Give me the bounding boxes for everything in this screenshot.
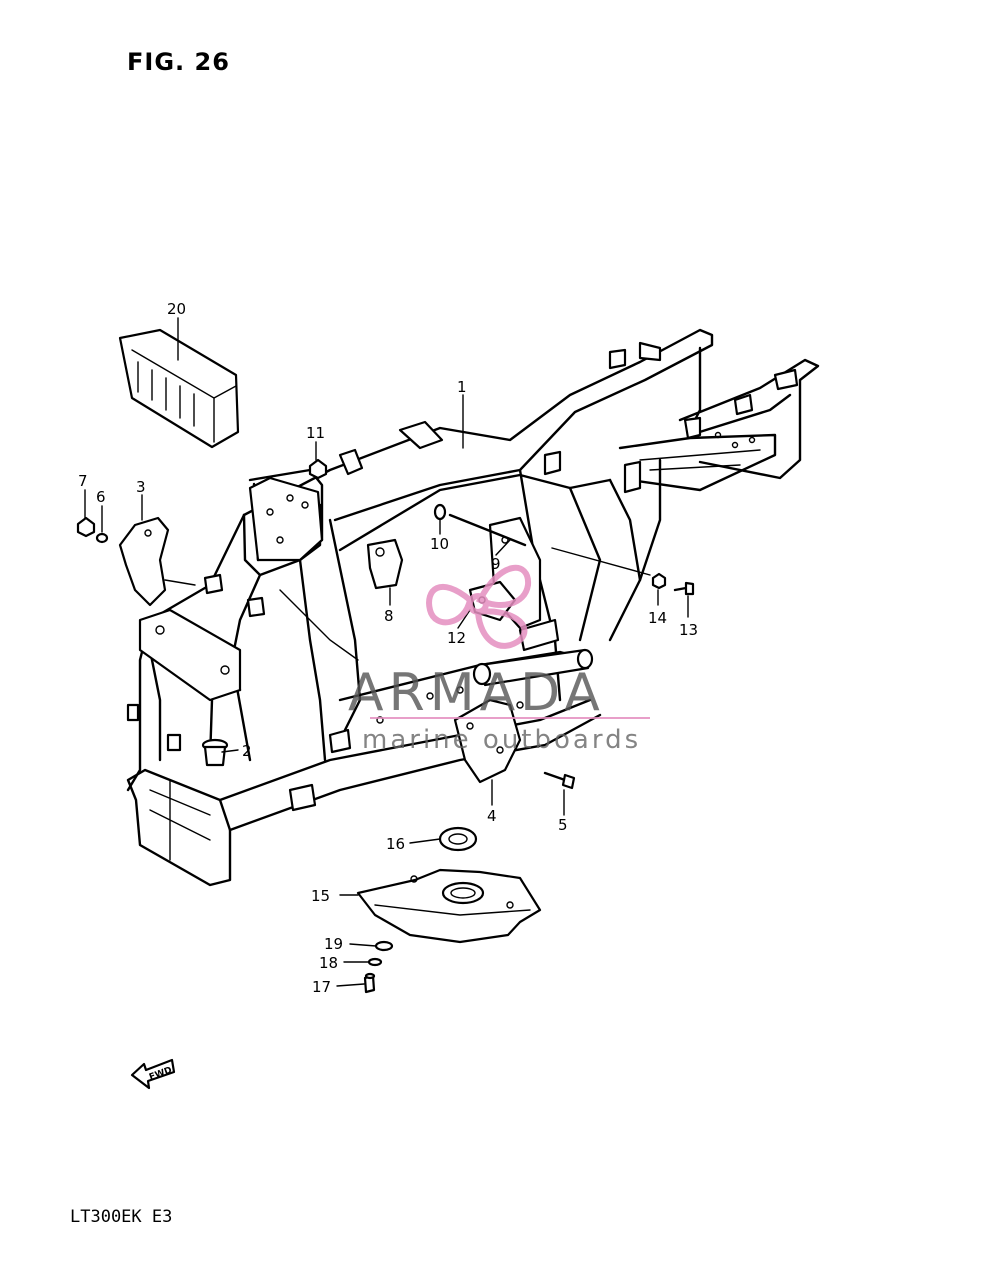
part-8-mount <box>366 538 404 590</box>
callout-11: 11 <box>306 424 325 442</box>
callout-labels: 20 1 11 7 6 3 10 9 8 12 14 13 2 4 5 16 1… <box>78 300 698 996</box>
callout-14: 14 <box>648 609 667 627</box>
model-code: LT300EK E3 <box>70 1207 173 1227</box>
part-11-nut <box>308 458 328 480</box>
callout-15: 15 <box>311 887 330 905</box>
callout-7: 7 <box>78 472 88 490</box>
part-16-seal <box>438 826 478 852</box>
watermark-tagline: marine outboards <box>362 725 641 755</box>
part-10-washer <box>433 503 447 521</box>
figure-title: FIG. 26 <box>127 48 230 76</box>
callout-3: 3 <box>136 478 146 496</box>
callout-1: 1 <box>457 378 467 396</box>
part-14-nut <box>651 572 667 590</box>
callout-6: 6 <box>96 488 106 506</box>
callout-12: 12 <box>447 629 466 647</box>
callout-17: 17 <box>312 978 331 996</box>
part-18-washer <box>367 957 383 967</box>
rod-bolt <box>448 513 527 547</box>
part-17-bolt <box>363 972 376 994</box>
callout-2: 2 <box>242 742 252 760</box>
part-7-nut <box>76 516 96 538</box>
callout-10: 10 <box>430 535 449 553</box>
armada-logo-icon <box>426 564 532 649</box>
part-5-bolt <box>543 771 576 790</box>
callout-18: 18 <box>319 954 338 972</box>
armada-watermark: ARMADA marine outboards <box>348 564 650 755</box>
callout-9: 9 <box>491 555 501 573</box>
fwd-arrow-icon: FWD <box>130 1058 176 1090</box>
part-13-bolt <box>673 581 695 596</box>
part-20-cover <box>118 328 240 449</box>
callout-5: 5 <box>558 816 568 834</box>
callout-13: 13 <box>679 621 698 639</box>
part-3-bracket <box>118 516 196 607</box>
leader-lines <box>84 317 689 987</box>
callout-4: 4 <box>487 807 497 825</box>
callout-20: 20 <box>167 300 186 318</box>
part-4-bracket <box>453 698 522 784</box>
part-2-grommet <box>201 738 229 767</box>
callout-16: 16 <box>386 835 405 853</box>
watermark-brand: ARMADA <box>348 663 605 723</box>
part-6-washer <box>95 532 109 544</box>
part-19-washer <box>374 940 394 952</box>
callout-8: 8 <box>384 607 394 625</box>
part-15-skid-plate <box>356 868 542 944</box>
callout-19: 19 <box>324 935 343 953</box>
